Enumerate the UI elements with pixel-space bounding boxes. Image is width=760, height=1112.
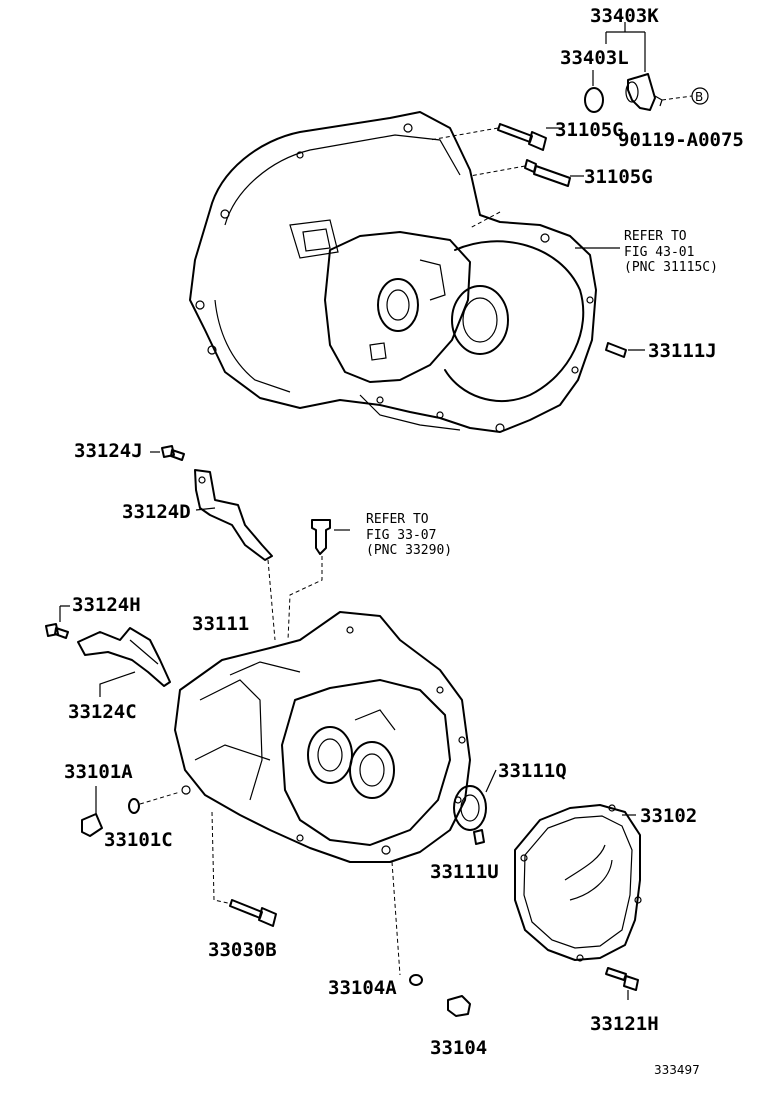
label-90119-A0075: 90119-A0075	[618, 129, 744, 151]
bracket-33124C-drawing	[77, 627, 171, 687]
ref1-line1: REFER TO	[624, 229, 687, 244]
label-33104: 33104	[430, 1037, 487, 1059]
ref2-line3: (PNC 33290)	[366, 543, 452, 558]
bolt-31105G-upper-drawing	[497, 123, 547, 151]
bolt-33124J-drawing	[161, 445, 185, 461]
ref2-line1: REFER TO	[366, 512, 429, 527]
bolt-33124H-drawing	[45, 623, 69, 639]
plug-33101A-drawing	[81, 786, 103, 837]
label-33104A: 33104A	[328, 977, 397, 999]
figure-code: 333497	[654, 1063, 700, 1077]
plug-33290-drawing	[311, 519, 331, 555]
ref1-line2: FIG 43-01	[624, 245, 694, 260]
o-ring-33403L-drawing	[584, 87, 604, 113]
label-33403L: 33403L	[560, 47, 629, 69]
label-33403K: 33403K	[590, 5, 659, 27]
label-33030B: 33030B	[208, 939, 277, 961]
gasket-33101C-drawing	[128, 798, 140, 814]
label-33102: 33102	[640, 805, 697, 827]
ref1-line3: (PNC 31115C)	[624, 260, 718, 275]
label-33111Q: 33111Q	[498, 760, 567, 782]
drain-plug-33104-drawing	[447, 995, 471, 1017]
bracket-33124D-drawing	[194, 469, 273, 561]
label-33124J: 33124J	[74, 440, 143, 462]
label-31105G-lower: 31105G	[584, 166, 653, 188]
label-33124C: 33124C	[68, 701, 137, 723]
label-33111U: 33111U	[430, 861, 499, 883]
transaxle-case-drawing	[174, 611, 471, 863]
label-33121H: 33121H	[590, 1013, 659, 1035]
callout-b-letter: B	[695, 90, 703, 104]
label-33124D: 33124D	[122, 501, 191, 523]
sleeve-33403K-drawing	[625, 73, 663, 111]
pin-33111J-drawing	[605, 342, 627, 358]
label-33101C: 33101C	[104, 829, 173, 851]
gasket-33104A-drawing	[409, 974, 423, 986]
bolt-33030B-drawing	[229, 899, 277, 927]
oil-seal-33111Q-drawing	[453, 785, 487, 831]
label-33124H: 33124H	[72, 594, 141, 616]
ref2-line2: FIG 33-07	[366, 528, 436, 543]
pin-33111U-drawing	[473, 829, 485, 845]
label-33111: 33111	[192, 613, 249, 635]
label-31105G-upper: 31105G	[555, 119, 624, 141]
bolt-31105G-lower-drawing	[524, 159, 571, 187]
label-33101A: 33101A	[64, 761, 133, 783]
clutch-housing-drawing	[189, 111, 597, 433]
label-33111J: 33111J	[648, 340, 717, 362]
side-cover-33102-drawing	[514, 804, 642, 962]
callout-b: B	[691, 87, 709, 105]
bolt-33121H-drawing	[605, 967, 639, 991]
